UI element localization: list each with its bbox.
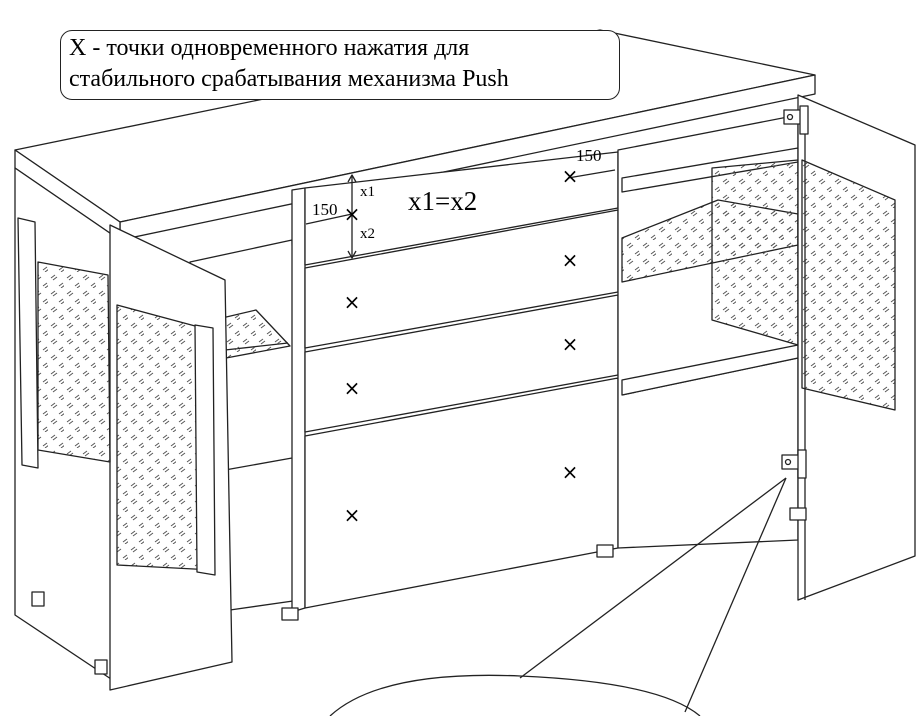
dim-line-left [305, 213, 353, 225]
detail-circle-arc [329, 674, 701, 716]
outer-left-handle [17, 217, 39, 469]
push-point-mark: × [561, 248, 579, 272]
push-note-box: X - точки одновременного нажатия для ста… [60, 30, 620, 100]
right-back-glass [711, 159, 799, 346]
push-point-mark: × [561, 164, 579, 188]
middle-divider [291, 187, 306, 613]
dim-150-left: 150 [312, 200, 338, 219]
foot [281, 607, 299, 621]
push-point-mark: × [343, 503, 361, 527]
left-door-handle [194, 324, 216, 576]
foot [31, 591, 45, 607]
foot [94, 659, 108, 675]
foot [596, 544, 614, 558]
upper-hinge [783, 105, 809, 135]
push-point-mark: × [343, 202, 361, 226]
equation-label: x1=x2 [408, 186, 478, 216]
leader-line-1 [519, 477, 787, 679]
push-point-mark: × [561, 460, 579, 484]
foot [789, 507, 807, 521]
outer-left-glass [37, 261, 111, 463]
note-line-1: X - точки одновременного нажатия для [69, 33, 611, 64]
dim-x1-label: x1 [360, 184, 375, 200]
push-point-mark: × [561, 332, 579, 356]
note-line-2: стабильного срабатывания механизма Push [69, 66, 509, 92]
right-door-glass [801, 159, 896, 411]
leader-line-2 [684, 477, 787, 713]
dim-x2-label: x2 [360, 226, 375, 242]
dim-line-right [567, 169, 616, 179]
note-x-label: X [69, 35, 87, 61]
note-line-1-text: - точки одновременного нажатия для [86, 35, 470, 61]
push-point-mark: × [343, 376, 361, 400]
dim-150-right: 150 [576, 146, 602, 165]
lower-hinge [781, 449, 807, 479]
push-point-mark: × [343, 290, 361, 314]
